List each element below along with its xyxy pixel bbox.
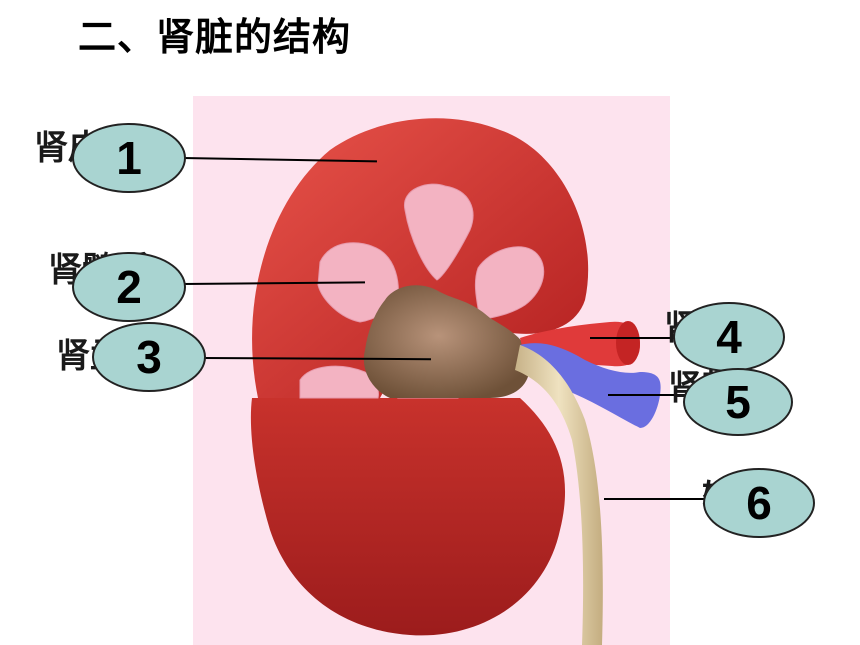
renal-pelvis-shape bbox=[363, 285, 531, 398]
pyramid-lower-left bbox=[299, 365, 379, 399]
marker-2: 2 bbox=[72, 252, 186, 322]
leader-line-4 bbox=[590, 337, 687, 339]
marker-5: 5 bbox=[683, 368, 793, 436]
page-title: 二、肾脏的结构 bbox=[78, 15, 352, 59]
pyramid-top bbox=[404, 183, 474, 281]
leader-line-6 bbox=[604, 498, 704, 500]
leader-line-5 bbox=[608, 394, 698, 396]
kidney-lower-surface bbox=[250, 398, 566, 636]
marker-6: 6 bbox=[703, 468, 815, 538]
marker-4: 4 bbox=[673, 302, 785, 372]
pyramid-right bbox=[474, 246, 545, 321]
ureter-shape bbox=[515, 345, 603, 645]
renal-vein-shape bbox=[520, 343, 661, 428]
renal-artery-end bbox=[616, 321, 640, 365]
marker-1: 1 bbox=[72, 123, 186, 193]
marker-3: 3 bbox=[92, 322, 206, 392]
